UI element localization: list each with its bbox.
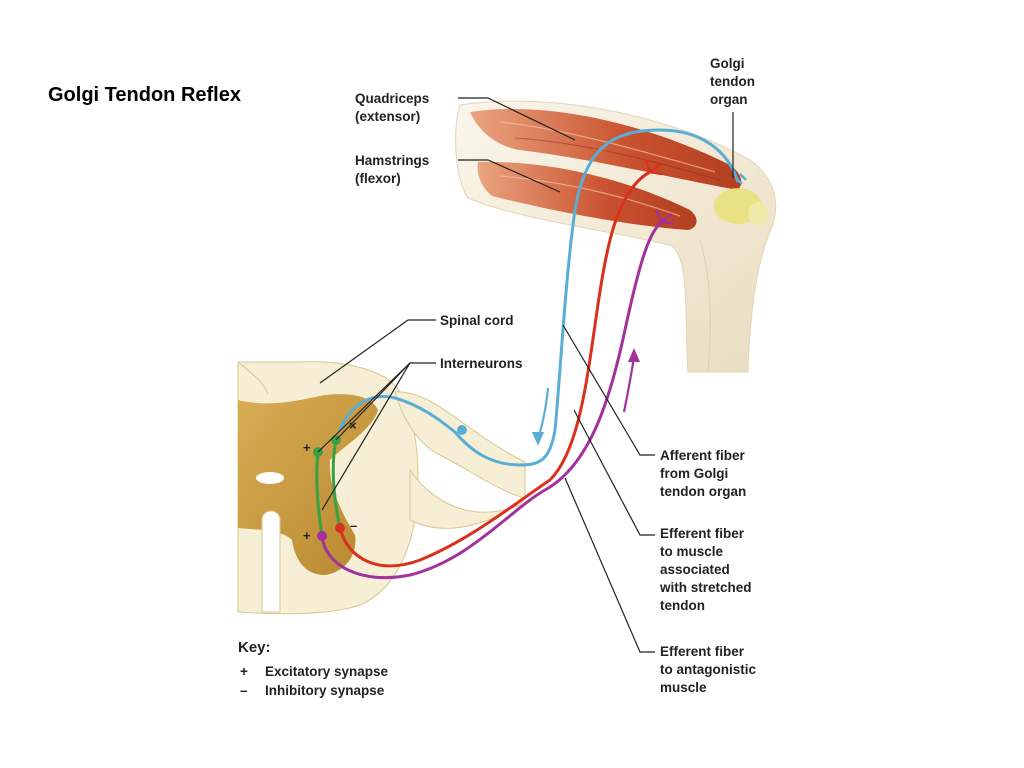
neural-pathways bbox=[313, 128, 747, 580]
interneuron-path-2 bbox=[331, 439, 342, 529]
label-efferent-antagonistic: Efferent fiber to antagonistic muscle bbox=[660, 644, 756, 695]
synapse-minus-lower: – bbox=[350, 518, 357, 533]
afferent-fiber-path bbox=[338, 128, 740, 467]
efferent-antagonistic-line-2: to antagonistic bbox=[660, 662, 756, 677]
leader-lines bbox=[317, 97, 734, 653]
spinal-cord bbox=[237, 361, 526, 615]
label-golgi-tendon-organ: Golgi tendon organ bbox=[710, 56, 755, 107]
key-excitatory-text: Excitatory synapse bbox=[265, 664, 389, 679]
afferent-label-line-1: Afferent fiber bbox=[660, 448, 746, 463]
hamstrings-label-line-2: (flexor) bbox=[355, 171, 401, 186]
synapse-plus-lower: + bbox=[303, 528, 311, 543]
efferent-stretched-line-2: to muscle bbox=[660, 544, 724, 559]
key-inhibitory-text: Inhibitory synapse bbox=[265, 683, 385, 698]
hamstrings-muscle bbox=[477, 161, 697, 230]
interneurons-label: Interneurons bbox=[440, 356, 523, 371]
efferent-direction-arrow bbox=[622, 355, 636, 413]
spinal-cord-label: Spinal cord bbox=[440, 313, 514, 328]
efferent-stretched-fiber-path bbox=[338, 170, 651, 568]
central-canal bbox=[256, 472, 284, 484]
slide-title: Golgi Tendon Reflex bbox=[48, 84, 241, 106]
motor-neuron-red bbox=[335, 523, 345, 533]
label-hamstrings: Hamstrings (flexor) bbox=[355, 153, 429, 186]
label-efferent-stretched: Efferent fiber to muscle associated with… bbox=[659, 526, 752, 613]
golgi-label-line-2: tendon bbox=[710, 74, 755, 89]
efferent-stretched-line-4: with stretched bbox=[659, 580, 752, 595]
efferent-antagonistic-line-1: Efferent fiber bbox=[660, 644, 745, 659]
efferent-stretched-line-5: tendon bbox=[660, 598, 705, 613]
synapse-cross-upper: × bbox=[349, 418, 357, 433]
key-legend: Key: + Excitatory synapse – Inhibitory s… bbox=[238, 639, 389, 698]
afferent-label-line-3: tendon organ bbox=[660, 484, 746, 499]
synapse-plus-upper: + bbox=[303, 440, 311, 455]
quadriceps-label-line-1: Quadriceps bbox=[355, 91, 429, 106]
quadriceps-muscle bbox=[470, 108, 742, 190]
golgi-label-line-1: Golgi bbox=[710, 56, 745, 71]
label-afferent-fiber: Afferent fiber from Golgi tendon organ bbox=[660, 448, 746, 499]
key-excitatory-symbol: + bbox=[240, 664, 248, 679]
key-title: Key: bbox=[238, 639, 271, 656]
ventral-fissure bbox=[261, 510, 281, 613]
hamstrings-label-line-1: Hamstrings bbox=[355, 153, 429, 168]
afferent-label-line-2: from Golgi bbox=[660, 466, 728, 481]
dorsal-ganglion-cell bbox=[457, 425, 467, 435]
efferent-stretched-line-1: Efferent fiber bbox=[660, 526, 745, 541]
motor-neuron-purple bbox=[317, 531, 327, 541]
efferent-antagonistic-line-3: muscle bbox=[660, 680, 707, 695]
interneuron-path-1 bbox=[315, 451, 324, 537]
golgi-label-line-3: organ bbox=[710, 92, 748, 107]
efferent-antagonist-fiber-path bbox=[320, 220, 663, 580]
efferent-stretched-line-3: associated bbox=[660, 562, 730, 577]
label-quadriceps: Quadriceps (extensor) bbox=[355, 91, 429, 124]
quadriceps-label-line-2: (extensor) bbox=[355, 109, 420, 124]
key-inhibitory-symbol: – bbox=[240, 683, 248, 698]
leg-illustration bbox=[455, 100, 777, 373]
